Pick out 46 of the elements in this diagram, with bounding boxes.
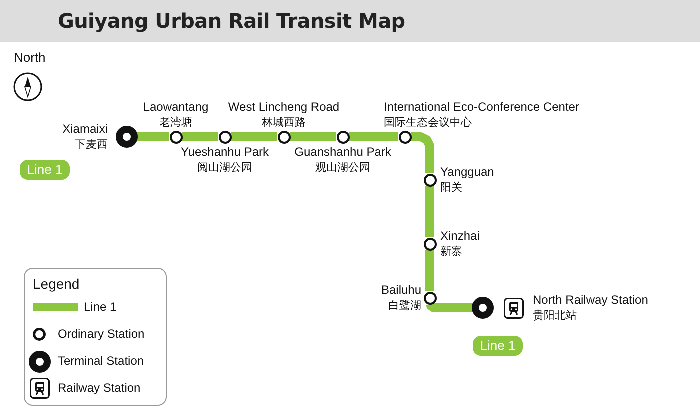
station-name: Xiamaixi xyxy=(62,122,108,137)
station-name: Yueshanhu Park xyxy=(180,144,270,160)
station-name-chinese: 林城西路 xyxy=(261,114,307,130)
station-name-chinese: 国际生态会议中心 xyxy=(384,114,473,130)
line-badge: Line 1 xyxy=(473,336,523,356)
station-name-chinese: 观山湖公园 xyxy=(314,160,372,174)
north-label: North xyxy=(14,50,46,65)
station-name: Xinzhai xyxy=(440,229,480,244)
station-name-chinese: 贵阳北站 xyxy=(533,308,578,323)
station-node xyxy=(424,165,494,195)
rail-line xyxy=(290,132,336,142)
station-node xyxy=(294,130,392,174)
rail-line xyxy=(350,132,398,142)
map-title: Guiyang Urban Rail Transit Map xyxy=(58,9,406,33)
legend-title: Legend xyxy=(33,276,80,292)
station-name-chinese: 新寨 xyxy=(440,244,464,259)
station-node xyxy=(384,100,580,144)
legend-text: Terminal Station xyxy=(58,354,144,368)
station-node xyxy=(180,130,270,174)
legend-text: Ordinary Station xyxy=(58,327,145,341)
legend-text: Railway Station xyxy=(58,381,141,395)
rail-line xyxy=(412,132,434,174)
station-name: West Lincheng Road xyxy=(228,100,340,114)
station-name: North Railway Station xyxy=(533,293,648,308)
station-name-chinese: 阅山湖公园 xyxy=(196,160,254,174)
station-name-chinese: 白鹭湖 xyxy=(388,298,422,313)
legend-text: Line 1 xyxy=(84,300,117,314)
station-name: International Eco-Conference Center xyxy=(384,100,580,114)
rail-line xyxy=(426,250,434,292)
station-node xyxy=(424,229,480,259)
station-node xyxy=(143,100,209,144)
station-name: Yangguan xyxy=(440,165,494,180)
rail-line xyxy=(232,132,278,142)
station-name-chinese: 老湾塘 xyxy=(158,114,194,130)
station-name: Laowantang xyxy=(143,100,209,114)
station-node xyxy=(62,122,138,152)
rail-line xyxy=(426,186,434,238)
station-node xyxy=(381,283,436,313)
rail-line xyxy=(182,132,218,142)
line-badge: Line 1 xyxy=(20,160,70,180)
station-name-chinese: 阳关 xyxy=(440,180,464,195)
station-node xyxy=(228,100,340,144)
station-node xyxy=(472,293,648,323)
station-name: Bailuhu xyxy=(381,283,422,298)
station-name: Guanshanhu Park xyxy=(294,144,392,160)
station-name-chinese: 下麦西 xyxy=(74,137,108,152)
